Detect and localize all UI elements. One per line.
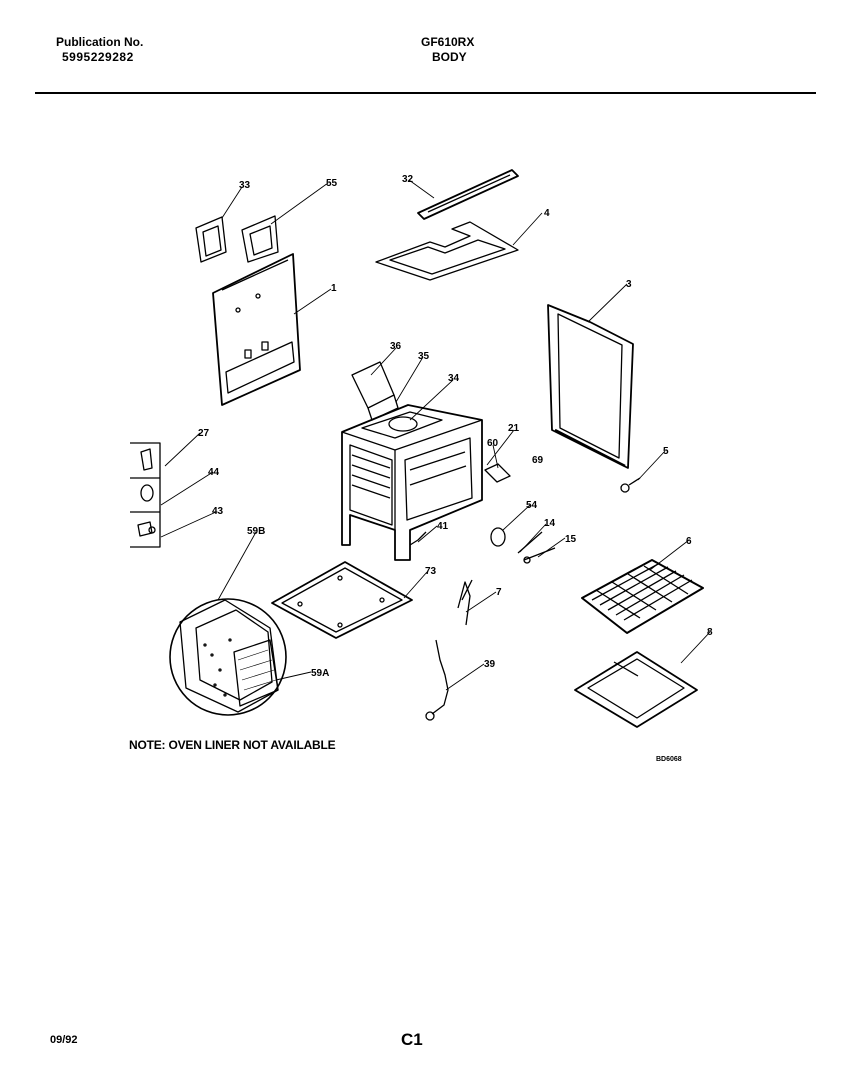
part-54-knob [490, 527, 506, 547]
footer-date: 09/92 [50, 1034, 78, 1046]
callout-54: 54 [526, 500, 538, 511]
callout-73: 73 [425, 566, 437, 577]
drawing-code: BD6068 [656, 756, 682, 763]
part-5-screw [620, 477, 641, 493]
part-55-frame [241, 215, 279, 263]
callout-14: 14 [544, 518, 556, 529]
callout-59b: 59B [247, 526, 265, 537]
page-code: C1 [401, 1030, 423, 1049]
part-41-pin [409, 531, 427, 546]
callout-labels: 33 55 32 4 1 3 36 35 34 21 69 60 27 44 4… [198, 174, 713, 679]
callout-60: 60 [487, 438, 499, 449]
part-7-clip [457, 579, 473, 626]
callout-36: 36 [390, 341, 402, 352]
part-1-back-panel [212, 253, 301, 406]
part-4-top-plate [375, 221, 519, 281]
callout-44: 44 [208, 467, 220, 478]
part-39-power-cord [425, 639, 449, 721]
clips-box [130, 442, 161, 548]
callout-34: 34 [448, 373, 460, 384]
callout-21: 21 [508, 423, 520, 434]
part-34-burner [388, 416, 418, 432]
publication-number: 5995229282 [62, 50, 134, 64]
callout-43: 43 [212, 506, 224, 517]
part-33-bracket [195, 216, 227, 263]
oven-body [341, 404, 483, 561]
part-60-bracket [484, 463, 511, 483]
part-6-oven-rack [581, 559, 704, 634]
leader-lines [160, 179, 711, 691]
part-15-ignitor [523, 547, 556, 564]
callout-1: 1 [331, 283, 337, 294]
callout-3: 3 [626, 279, 632, 290]
part-8-broiler-pan [574, 651, 698, 728]
publication-label: Publication No. [56, 35, 144, 49]
section-title: BODY [432, 50, 467, 64]
note-text: NOTE: OVEN LINER NOT AVAILABLE [129, 738, 336, 752]
part-59-liner-detail [169, 598, 287, 716]
header-rule [35, 92, 816, 94]
callout-35: 35 [418, 351, 430, 362]
callout-59a: 59A [311, 668, 329, 679]
model-number: GF610RX [421, 35, 475, 49]
callout-41: 41 [437, 521, 449, 532]
callout-39: 39 [484, 659, 496, 670]
callout-6: 6 [686, 536, 692, 547]
callout-55: 55 [326, 178, 338, 189]
callout-32: 32 [402, 174, 414, 185]
callout-4: 4 [544, 208, 550, 219]
callout-7: 7 [496, 587, 502, 598]
part-73-bottom-plate [271, 561, 413, 639]
callout-33: 33 [239, 180, 251, 191]
callout-5: 5 [663, 446, 669, 457]
callout-69: 69 [532, 455, 544, 466]
callout-15: 15 [565, 534, 577, 545]
part-32-rail [417, 169, 519, 220]
callout-27: 27 [198, 428, 210, 439]
callout-8: 8 [707, 627, 713, 638]
part-3-side-panel [547, 304, 634, 469]
